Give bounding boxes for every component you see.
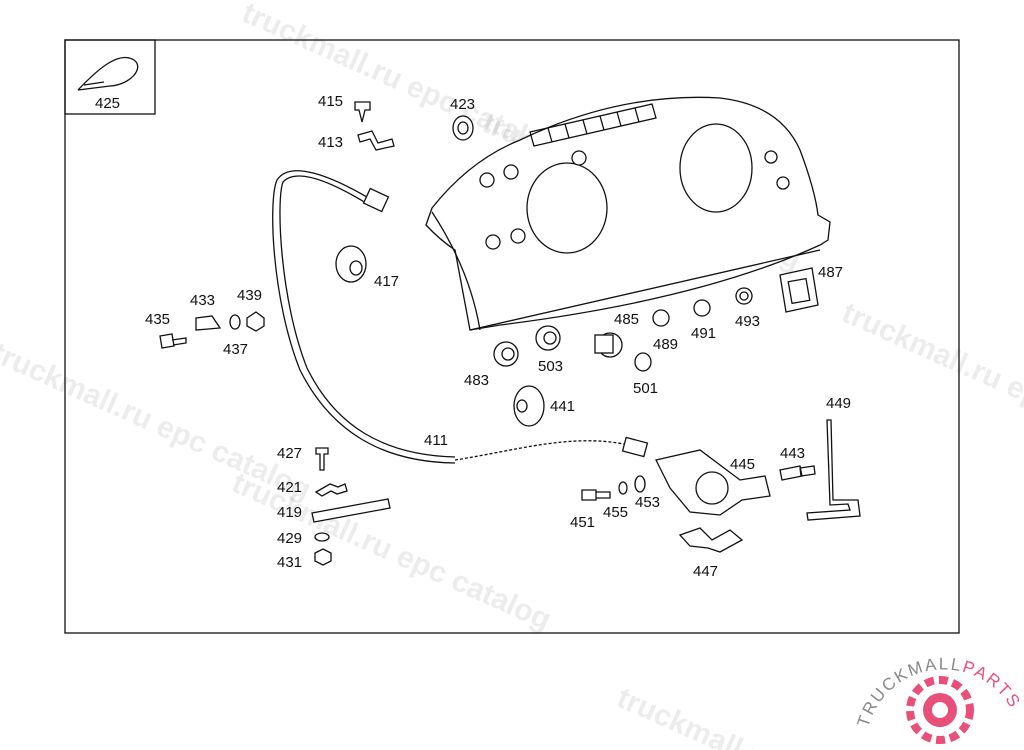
callout-453: 453 <box>635 494 660 511</box>
callout-429: 429 <box>277 530 302 547</box>
callout-423: 423 <box>450 96 475 113</box>
callout-415: 415 <box>318 93 343 110</box>
callout-501: 501 <box>633 380 658 397</box>
nut-439 <box>246 311 265 332</box>
cable-tie-425 <box>77 57 139 91</box>
callout-421: 421 <box>277 479 302 496</box>
callout-431: 431 <box>277 554 302 571</box>
washer-429 <box>314 532 330 542</box>
callout-439: 439 <box>237 287 262 304</box>
callout-417: 417 <box>374 273 399 290</box>
callout-433: 433 <box>190 292 215 309</box>
elbow-447 <box>678 527 744 553</box>
callout-449: 449 <box>826 395 851 412</box>
bolt-427 <box>315 447 329 471</box>
callout-435: 435 <box>145 311 170 328</box>
callout-441: 441 <box>550 398 575 415</box>
bolt-435 <box>159 333 187 349</box>
callout-485: 485 <box>614 311 639 328</box>
callout-411: 411 <box>424 432 448 449</box>
callout-491: 491 <box>691 325 716 342</box>
callout-451: 451 <box>570 514 595 531</box>
speedometer-cable-411 <box>272 170 649 464</box>
brand-logo: TRUCKMALLPARTS <box>854 654 1023 744</box>
sensor-441 <box>513 385 545 427</box>
callout-455: 455 <box>603 504 628 521</box>
washer-437 <box>229 314 241 330</box>
watermark: truckmall.ru epc catalog <box>837 296 1024 467</box>
ring-453 <box>634 475 646 493</box>
callout-413: 413 <box>318 134 343 151</box>
callout-489: 489 <box>653 336 678 353</box>
callout-425: 425 <box>95 95 120 112</box>
clamp-433 <box>195 315 222 331</box>
strap-419 <box>311 498 391 523</box>
nut-431 <box>314 548 332 566</box>
inset-box <box>64 39 156 115</box>
bolt-451 <box>581 489 611 501</box>
lamp-491 <box>693 299 711 317</box>
bracket-449 <box>806 419 861 521</box>
callout-503: 503 <box>538 358 563 375</box>
callout-493: 493 <box>735 313 760 330</box>
fitting-443 <box>779 465 816 481</box>
callout-487: 487 <box>818 264 843 281</box>
clip-421 <box>314 483 348 497</box>
callout-445: 445 <box>730 456 755 473</box>
callout-447: 447 <box>693 563 718 580</box>
parts <box>159 101 861 566</box>
watermark: truckmall.ru <box>612 681 782 750</box>
clip-413 <box>357 130 395 151</box>
ring-501 <box>634 352 652 372</box>
washer-455 <box>618 481 628 495</box>
gear-icon <box>906 676 974 744</box>
lamp-489 <box>652 309 670 327</box>
screw-415 <box>354 101 371 123</box>
callout-419: 419 <box>277 504 302 521</box>
callout-labels: 425 415 413 423 417 433 439 435 437 487 … <box>95 93 851 580</box>
callout-483: 483 <box>464 372 489 389</box>
callout-443: 443 <box>780 445 805 462</box>
instrument-cluster-housing <box>425 96 831 331</box>
diagram-frame <box>64 39 960 634</box>
callout-427: 427 <box>277 445 302 462</box>
callout-437: 437 <box>223 341 248 358</box>
